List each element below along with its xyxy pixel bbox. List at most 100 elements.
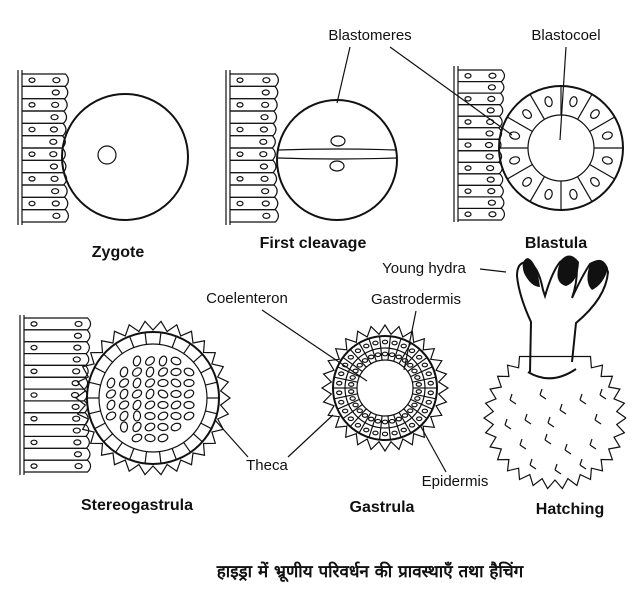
ectoderm-cell-wall: [193, 353, 203, 363]
ectoderm-cell-wall: [171, 448, 177, 460]
wall-cell: [22, 184, 68, 198]
ectoderm-cell-wall: [158, 332, 162, 345]
cell-nucleus: [347, 382, 355, 387]
gastrodermal-cell-wall: [407, 364, 418, 373]
stage-label-zygote: Zygote: [92, 244, 145, 261]
wall-cell-nucleus: [49, 126, 59, 133]
wall-cell-nucleus: [236, 176, 244, 182]
cell-nucleus: [411, 368, 418, 374]
cell-nucleus: [336, 380, 343, 386]
wall-cell-nucleus: [51, 200, 60, 207]
cell-nucleus: [414, 396, 421, 401]
mesenchyme-cell: [131, 433, 143, 443]
mesenchyme-cell: [144, 422, 156, 432]
mesenchyme-cell: [183, 378, 195, 388]
cell-nucleus: [388, 352, 396, 358]
wall-cell-nucleus: [464, 119, 472, 125]
wall-cell-nucleus: [30, 368, 38, 375]
epidermal-cell-wall: [378, 336, 382, 349]
theca-spine-mark: [539, 388, 547, 400]
cell-nucleus: [341, 408, 349, 414]
stereogastrula-figure: Stereogastrula: [19, 315, 231, 514]
cell-nucleus: [391, 430, 398, 436]
mesenchyme-cell: [157, 400, 169, 410]
tentacle-tip: [557, 255, 579, 286]
ruptured-theca: [482, 355, 627, 490]
cell-nucleus: [401, 413, 409, 418]
cell-nucleus: [415, 354, 423, 360]
cell-nucleus: [381, 339, 389, 345]
epidermal-cell-wall: [396, 425, 402, 438]
wall-cell-nucleus: [73, 451, 83, 458]
wall-cell-nucleus: [487, 84, 496, 91]
cell-nucleus: [400, 427, 407, 433]
wall-cell: [24, 447, 91, 461]
blastomere-nucleus: [590, 109, 600, 119]
gastrodermal-cell-wall: [372, 349, 377, 362]
ectoderm-cell-wall: [94, 422, 106, 430]
cell-nucleus: [367, 416, 375, 422]
cell-nucleus: [425, 371, 432, 377]
stage-label-gastrula: Gastrula: [350, 499, 415, 516]
gastrodermal-cell-wall: [357, 357, 367, 368]
wall-cell-nucleus: [72, 356, 81, 363]
cell-nucleus: [374, 418, 382, 424]
parent-body-wall: [453, 66, 506, 222]
mesenchyme-cell: [145, 356, 155, 366]
wall-cell-nucleus: [52, 77, 61, 84]
blastomere-wall: [507, 163, 533, 180]
cell-nucleus: [349, 375, 356, 380]
pointer-theca: [214, 419, 249, 458]
stage-label-hatching: Hatching: [536, 501, 604, 518]
cell-nucleus: [354, 422, 362, 428]
wall-cell-nucleus: [28, 77, 36, 83]
wall-cell-nucleus: [28, 176, 36, 182]
wall-cell-nucleus: [72, 427, 81, 434]
blastomere-nucleus: [601, 156, 613, 165]
cell-nucleus: [363, 343, 370, 349]
mesenchyme-cell: [144, 378, 156, 388]
wall-cell-nucleus: [261, 101, 270, 108]
mesenchyme-cell: [119, 366, 129, 378]
label-coelenteron: Coelenteron: [206, 290, 288, 307]
parent-body-wall: [225, 70, 279, 225]
cell-nucleus: [395, 354, 403, 360]
wall-cell-nucleus: [486, 176, 495, 183]
cell-nucleus: [407, 408, 414, 414]
blastomere-wall: [576, 176, 593, 202]
label-epidermis: Epidermis: [422, 473, 489, 490]
mesenchyme-cell: [157, 411, 169, 421]
wall-cell: [458, 80, 505, 94]
cell-nucleus: [374, 352, 382, 358]
gastrodermal-cell-wall: [380, 348, 383, 361]
cleavage-furrow: [277, 148, 397, 160]
epidermal-cell-wall: [421, 403, 433, 410]
wall-cell: [458, 196, 505, 210]
wall-cell-nucleus: [261, 188, 270, 195]
ectoderm-cell-wall: [103, 433, 113, 443]
wall-cell-nucleus: [259, 151, 268, 158]
cell-nucleus: [400, 343, 407, 349]
blastula-figure: Blastula: [453, 66, 624, 252]
ectoderm-cell-wall: [103, 353, 113, 363]
mesenchyme-cell: [157, 367, 169, 377]
epidermal-cell-wall: [417, 356, 428, 365]
wall-cell-nucleus: [74, 462, 83, 470]
mesenchyme-cell: [145, 388, 155, 400]
wall-cell-nucleus: [71, 403, 80, 410]
wall-cell: [24, 424, 90, 438]
blastomere-wall: [529, 94, 546, 120]
stage-label-blastula: Blastula: [525, 235, 587, 252]
wall-cell-nucleus: [28, 151, 36, 157]
cell-nucleus: [415, 389, 423, 394]
mesenchyme-cell: [145, 366, 155, 378]
blastomere-nucleus: [522, 109, 532, 119]
ectoderm-cell-wall: [205, 381, 218, 386]
wall-cell: [24, 317, 92, 331]
cell-nucleus: [356, 362, 363, 368]
ectoderm-cell-wall: [129, 336, 135, 348]
wall-cell-nucleus: [259, 138, 268, 145]
ectoderm-cell-wall: [144, 451, 148, 464]
mesenchyme-cell: [144, 400, 156, 410]
